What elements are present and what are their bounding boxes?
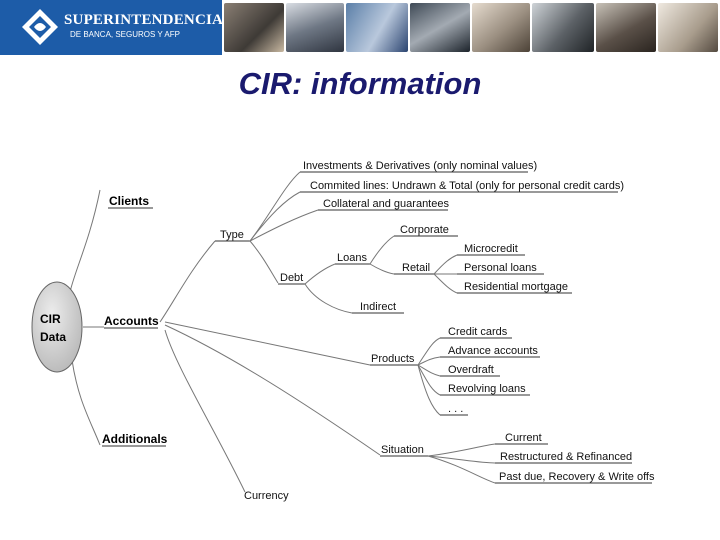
loans-connectors: [369, 235, 395, 275]
node-situation: Situation: [381, 444, 424, 456]
root-connectors: [69, 189, 104, 446]
banner-photo-keyboard: [346, 3, 408, 52]
node-currency: Currency: [244, 490, 289, 502]
retail-connectors: [433, 254, 458, 294]
node-corporate: Corporate: [400, 224, 449, 236]
root-label-line1: CIR: [40, 312, 61, 326]
debt-connectors: [304, 263, 353, 314]
branch-accounts: Accounts: [104, 314, 159, 328]
situation-connectors: [427, 443, 496, 484]
node-microcredit: Microcredit: [464, 243, 518, 255]
banner-photo-cards: [224, 3, 284, 52]
node-past-due: Past due, Recovery & Write offs: [499, 471, 655, 483]
node-revolving-loans: Revolving loans: [448, 383, 526, 395]
node-debt: Debt: [280, 272, 303, 284]
logo-name: SUPERINTENDENCIA: [64, 12, 224, 28]
institution-logo: SUPERINTENDENCIA DE BANCA, SEGUROS Y AFP: [0, 0, 224, 55]
node-overdraft: Overdraft: [448, 364, 494, 376]
banner-photo-terminal: [532, 3, 594, 52]
banner-photo-handshake: [472, 3, 530, 52]
node-restructured: Restructured & Refinanced: [500, 451, 632, 463]
logo-subtitle: DE BANCA, SEGUROS Y AFP: [70, 30, 180, 39]
accounts-connectors: [159, 240, 381, 493]
products-connectors: [417, 337, 441, 416]
node-personal-loans: Personal loans: [464, 262, 537, 274]
node-committed-lines: Commited lines: Undrawn & Total (only fo…: [310, 180, 624, 192]
node-collateral: Collateral and guarantees: [323, 198, 449, 210]
banner-photo-building: [286, 3, 344, 52]
node-residential-mortgage: Residential mortgage: [464, 281, 568, 293]
node-ellipsis: . . .: [448, 403, 463, 415]
page-title: CIR: information: [238, 66, 482, 101]
node-investments: Investments & Derivatives (only nominal …: [303, 160, 537, 172]
type-connectors: [249, 171, 319, 284]
node-products: Products: [371, 353, 415, 365]
root-label-line2: Data: [40, 330, 66, 344]
header-banner: SUPERINTENDENCIA DE BANCA, SEGUROS Y AFP: [0, 0, 720, 55]
node-current: Current: [505, 432, 542, 444]
node-credit-cards: Credit cards: [448, 326, 508, 338]
branch-clients: Clients: [109, 194, 149, 208]
node-indirect: Indirect: [360, 301, 396, 313]
cir-data-root-node: [31, 281, 83, 373]
branch-additionals: Additionals: [102, 432, 168, 446]
banner-photo-atm: [410, 3, 470, 52]
node-retail: Retail: [402, 262, 430, 274]
node-loans: Loans: [337, 252, 367, 264]
banner-photo-people: [596, 3, 656, 52]
logo-diamond-icon: [22, 9, 58, 45]
node-advance-accounts: Advance accounts: [448, 345, 538, 357]
banner-photo-writing: [658, 3, 718, 52]
node-type: Type: [220, 229, 244, 241]
